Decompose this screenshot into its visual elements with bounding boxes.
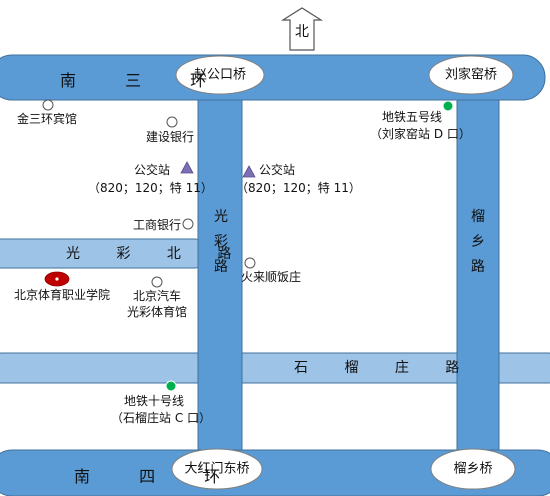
label-subway-line10: 地铁十号线 [124,394,185,408]
restaurant-marker-icon [244,257,256,269]
label-bridge-zhaogongkou: 赵公口桥 [193,67,247,83]
bus-stop-east-icon [242,165,256,178]
label-bridge-liuxiang: 榴乡桥 [453,461,493,477]
gym-marker-icon [151,276,163,288]
north-label: 北 [295,24,309,40]
road-south-third-ring [0,54,546,101]
subway-line5-icon [442,100,454,112]
school-marker-dot [55,277,59,281]
label-huolaishun: 火来顺饭庄 [241,270,302,284]
label-auto-gym-line1: 北京汽车 [132,289,182,303]
label-bus-stop-east: 公交站 [259,163,296,177]
label-subway-line5-exit: （刘家窑站 D 口） [370,127,471,141]
ccb-marker-icon [166,116,178,128]
bridge-zhaogongkou [175,55,265,95]
label-bus-stop-west: 公交站 [134,163,171,177]
label-bus-routes-east: （820；120；特 11） [236,181,361,195]
label-liuxiang: 榴乡路 [471,209,485,275]
label-guangcai-north: 光 彩 北 路 [66,246,248,262]
bridge-liujiayao [428,55,514,95]
label-south-fourth-ring: 南 四 环 [74,467,243,486]
label-bridge-liujiayao: 刘家窑桥 [444,67,498,83]
label-school: 北京体育职业学院 [14,288,111,302]
label-jinsanhuan-hotel: 金三环宾馆 [17,112,78,126]
label-auto-gym-line2: 光彩体育馆 [126,305,188,319]
label-ccb: 建设银行 [146,130,195,144]
bridge-liuxiang [430,448,516,490]
road-liuxiang [456,71,500,471]
north-arrow-icon [280,7,324,51]
road-guangcai [197,69,243,471]
subway-line10-icon [165,380,177,392]
label-icbc: 工商银行 [133,218,182,232]
label-bus-routes-west: （820；120；特 11） [88,181,213,195]
label-subway-line5: 地铁五号线 [382,110,443,124]
road-south-fourth-ring [0,449,550,496]
label-subway-line10-exit: （石榴庄站 C 口） [111,411,212,425]
bridge-dahongmen-east [171,448,263,490]
label-south-third-ring: 南 三 环 [60,71,229,90]
road-shiliuzhuang [0,352,550,384]
label-guangcai: 光彩路 [214,209,228,275]
hotel-marker-icon [42,99,54,111]
bus-stop-west-icon [180,161,194,174]
icbc-marker-icon [182,218,194,230]
label-bridge-dahongmen-east: 大红门东桥 [184,461,250,477]
label-shiliuzhuang: 石 榴 庄 路 [294,360,476,376]
